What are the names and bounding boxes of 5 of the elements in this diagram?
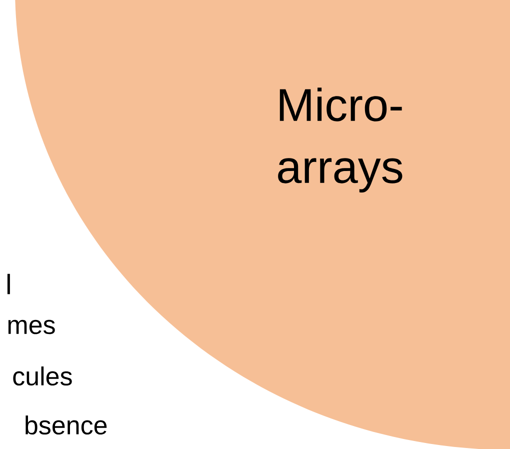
disc-label: Micro- arrays — [278, 88, 402, 192]
text-line: l — [7, 274, 10, 294]
text-line: mes — [8, 320, 55, 334]
text-line: bsence — [26, 415, 107, 435]
text-line: cules — [13, 366, 72, 386]
